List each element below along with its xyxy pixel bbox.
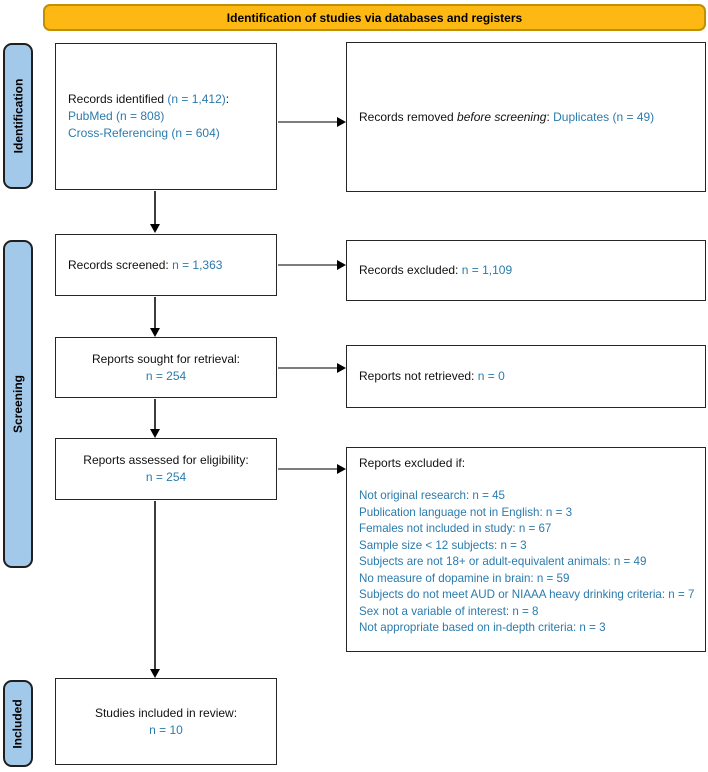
stage-label-identification: Identification [3,43,33,189]
arrow-sought-to-notretrieved-shaft [278,367,337,369]
exclusion-reason: Not appropriate based on in-depth criter… [359,621,606,634]
records-screened-count: n = 1,363 [172,257,223,272]
records-screened-line: Records screened: n = 1,363 [68,257,222,274]
box-studies-included: Studies included in review: n = 10 [55,678,277,765]
arrow-right-icon [337,464,346,474]
arrow-right-icon [337,363,346,373]
banner: Identification of studies via databases … [43,4,706,31]
reports-sought-count: n = 254 [145,368,187,383]
arrow-down-icon [150,429,160,438]
box-records-identified: Records identified (n = 1,412): PubMed (… [55,43,277,190]
arrow-sought-to-assessed-shaft [154,399,156,429]
box-reports-excluded: Reports excluded if: Not original resear… [346,447,706,652]
exclusion-reason: Subjects are not 18+ or adult-equivalent… [359,555,647,568]
records-removed-duplicates-count: Duplicates (n = 49) [553,109,655,124]
box-records-screened: Records screened: n = 1,363 [55,234,277,296]
records-removed-label: Records removed [359,109,458,124]
stage-label-identification-text: Identification [11,78,26,154]
records-identified-pubmed: PubMed (n = 808) [68,109,165,123]
arrow-down-icon [150,224,160,233]
box-reports-assessed: Reports assessed for eligibility: n = 25… [55,438,277,500]
arrow-identified-to-removed-shaft [278,121,337,123]
exclusion-reason: Females not included in study: n = 67 [359,522,552,535]
arrow-right-icon [337,260,346,270]
arrow-assessed-to-included-shaft [154,501,156,669]
box-reports-not-retrieved: Reports not retrieved: n = 0 [346,345,706,408]
reports-not-retrieved-count: n = 0 [477,369,505,383]
studies-included-count: n = 10 [149,722,183,737]
arrow-down-icon [150,328,160,337]
reports-assessed-count: n = 254 [145,470,187,484]
arrow-down-icon [150,669,160,678]
reports-not-retrieved-line: Reports not retrieved: n = 0 [359,368,505,385]
arrow-assessed-to-reportsexcluded-shaft [278,468,337,470]
box-records-excluded: Records excluded: n = 1,109 [346,240,706,301]
reports-excluded-title: Reports excluded if: [359,456,466,470]
reports-excluded-reasons: Not original research: n = 45 Publicatio… [359,488,694,637]
arrow-screened-to-sought-shaft [154,297,156,328]
records-identified-colon: : [225,92,230,106]
reports-assessed-label: Reports assessed for eligibility: [83,453,249,467]
exclusion-reason: Publication language not in English: n =… [359,505,573,519]
records-excluded-label: Records excluded: [359,263,462,277]
stage-label-screening-text: Screening [11,374,25,434]
records-identified-line1: Records identified (n = 1,412): [68,91,229,108]
arrow-identified-to-screened-shaft [154,191,156,224]
records-excluded-line: Records excluded: n = 1,109 [359,262,512,279]
exclusion-reason: Sample size < 12 subjects: n = 3 [359,538,527,552]
exclusion-reason: No measure of dopamine in brain: n = 59 [359,571,570,585]
stage-label-included: Included [3,680,33,767]
studies-included-label: Studies included in review: [94,705,238,720]
stage-label-included-text: Included [11,698,25,749]
reports-not-retrieved-label: Reports not retrieved: [359,369,478,383]
arrow-screened-to-excluded-shaft [278,264,337,266]
records-excluded-count: n = 1,109 [461,263,513,277]
box-reports-sought: Reports sought for retrieval: n = 254 [55,337,277,398]
exclusion-reason: Sex not a variable of interest: n = 8 [359,604,539,618]
records-identified-count: (n = 1,412) [167,92,226,106]
exclusion-reason: Not original research: n = 45 [359,489,505,502]
records-identified-label: Records identified [68,92,168,106]
records-removed-before-screening: before screening [457,109,547,124]
box-records-removed: Records removed before screening: Duplic… [346,42,706,192]
exclusion-reason: Subjects do not meet AUD or NIAAA heavy … [359,588,695,601]
banner-title: Identification of studies via databases … [226,10,523,25]
records-removed-colon: : [546,109,554,124]
records-removed-line: Records removed before screening: Duplic… [359,109,654,126]
records-screened-label: Records screened: [68,257,173,272]
records-identified-crossref: Cross-Referencing (n = 604) [68,126,220,140]
stage-label-screening: Screening [3,240,33,568]
arrow-right-icon [337,117,346,127]
reports-sought-label: Reports sought for retrieval: [91,351,241,366]
